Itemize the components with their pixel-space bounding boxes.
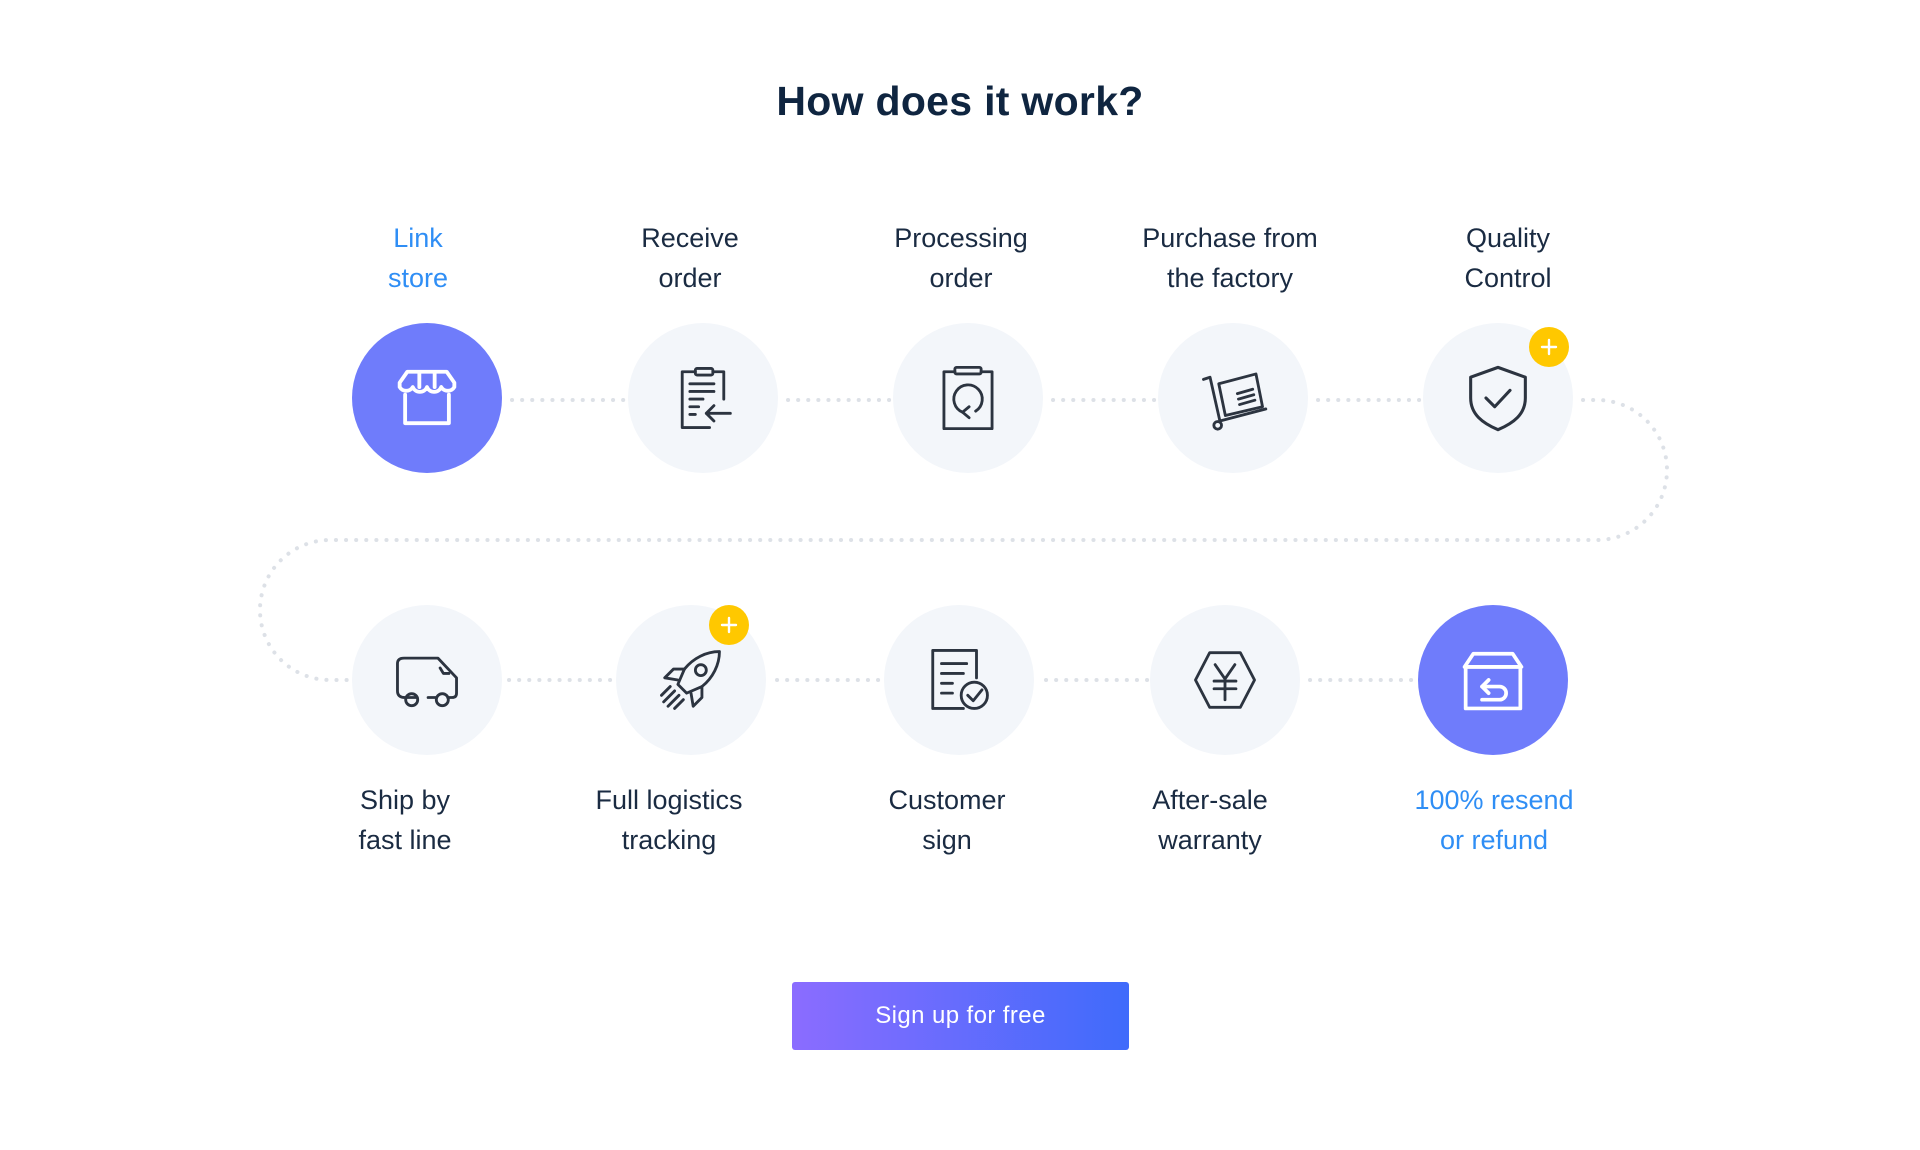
plus-icon bbox=[720, 616, 738, 634]
step-label-logistics-tracking: Full logistics tracking bbox=[595, 785, 743, 855]
shield-check-icon bbox=[1469, 365, 1527, 432]
clipboard-arrow-icon bbox=[680, 367, 732, 429]
rocket-icon bbox=[660, 650, 721, 710]
step-circle-ship-fast-line[interactable] bbox=[352, 605, 502, 755]
step-circle-receive-order[interactable] bbox=[628, 323, 778, 473]
step-label-ship-fast-line: Ship by fast line bbox=[358, 785, 452, 855]
step-label-purchase-factory: Purchase from the factory bbox=[1142, 223, 1318, 293]
step-circle-customer-sign[interactable] bbox=[884, 605, 1034, 755]
step-label-processing-order: Processing order bbox=[894, 223, 1028, 293]
step-label-receive-order: Receive order bbox=[641, 223, 739, 293]
storefront-icon bbox=[397, 369, 457, 426]
step-label-link-store: Link store bbox=[387, 223, 449, 293]
step-circle-link-store[interactable] bbox=[352, 323, 502, 473]
step-circle-processing-order[interactable] bbox=[893, 323, 1043, 473]
step-label-quality-control: Quality Control bbox=[1464, 223, 1552, 293]
delivery-truck-icon bbox=[396, 656, 458, 708]
yen-hexagon-icon bbox=[1194, 651, 1256, 709]
quality-control-plus-badge[interactable] bbox=[1529, 327, 1569, 367]
document-check-icon bbox=[931, 649, 989, 710]
return-box-icon bbox=[1462, 651, 1524, 711]
step-label-customer-sign: Customer sign bbox=[888, 785, 1006, 855]
plus-icon bbox=[1540, 338, 1558, 356]
step-circle-after-sale-warranty[interactable] bbox=[1150, 605, 1300, 755]
logistics-plus-badge[interactable] bbox=[709, 605, 749, 645]
page-title: How does it work? bbox=[776, 78, 1144, 124]
step-label-resend-refund: 100% resend or refund bbox=[1414, 785, 1574, 855]
step-circle-resend-refund[interactable] bbox=[1418, 605, 1568, 755]
clipboard-refresh-icon bbox=[942, 365, 994, 431]
step-label-after-sale-warranty: After-sale warranty bbox=[1152, 785, 1268, 855]
hand-truck-icon bbox=[1202, 372, 1268, 431]
step-circle-purchase-factory[interactable] bbox=[1158, 323, 1308, 473]
sign-up-button[interactable]: Sign up for free bbox=[792, 982, 1129, 1050]
